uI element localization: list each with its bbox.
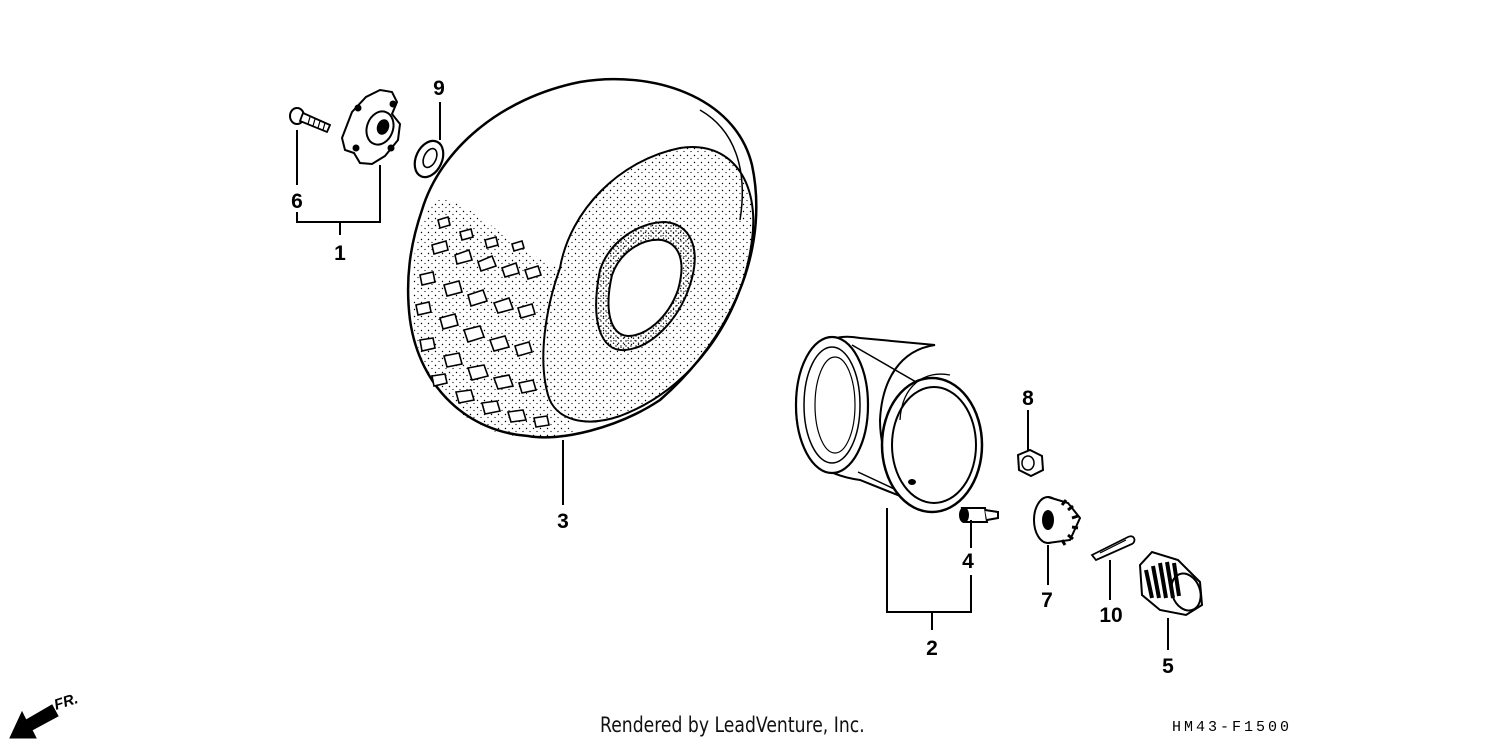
figure-code: HM43-F1500 <box>1172 719 1293 736</box>
seal-washer[interactable] <box>409 136 449 181</box>
callout-8: 8 <box>1022 387 1034 410</box>
callout-6: 6 <box>291 190 303 213</box>
leader-lines <box>296 102 1169 650</box>
front-direction-label: FR. <box>52 690 80 714</box>
tire[interactable] <box>406 77 758 439</box>
tire-tread-lugs <box>415 215 550 428</box>
axle-nut[interactable] <box>1033 496 1082 546</box>
callout-9: 9 <box>433 77 445 100</box>
render-credit: Rendered by LeadVenture, Inc. <box>600 713 865 737</box>
callout-7: 7 <box>1041 589 1053 612</box>
callout-4: 4 <box>962 550 974 573</box>
wheel-rim[interactable] <box>794 335 984 514</box>
callout-1: 1 <box>334 242 346 265</box>
hub-cap[interactable] <box>1138 550 1206 617</box>
callout-10: 10 <box>1099 604 1122 627</box>
hub-plate[interactable] <box>340 88 402 166</box>
hub-bolt[interactable] <box>289 107 332 134</box>
cotter-pin[interactable] <box>1090 535 1136 562</box>
callout-5: 5 <box>1162 655 1174 678</box>
front-direction-arrow-icon: FR. <box>9 690 80 739</box>
castle-nut[interactable] <box>1016 448 1045 478</box>
callout-3: 3 <box>557 510 569 533</box>
valve-stem[interactable] <box>959 507 999 523</box>
callout-2: 2 <box>926 637 938 660</box>
